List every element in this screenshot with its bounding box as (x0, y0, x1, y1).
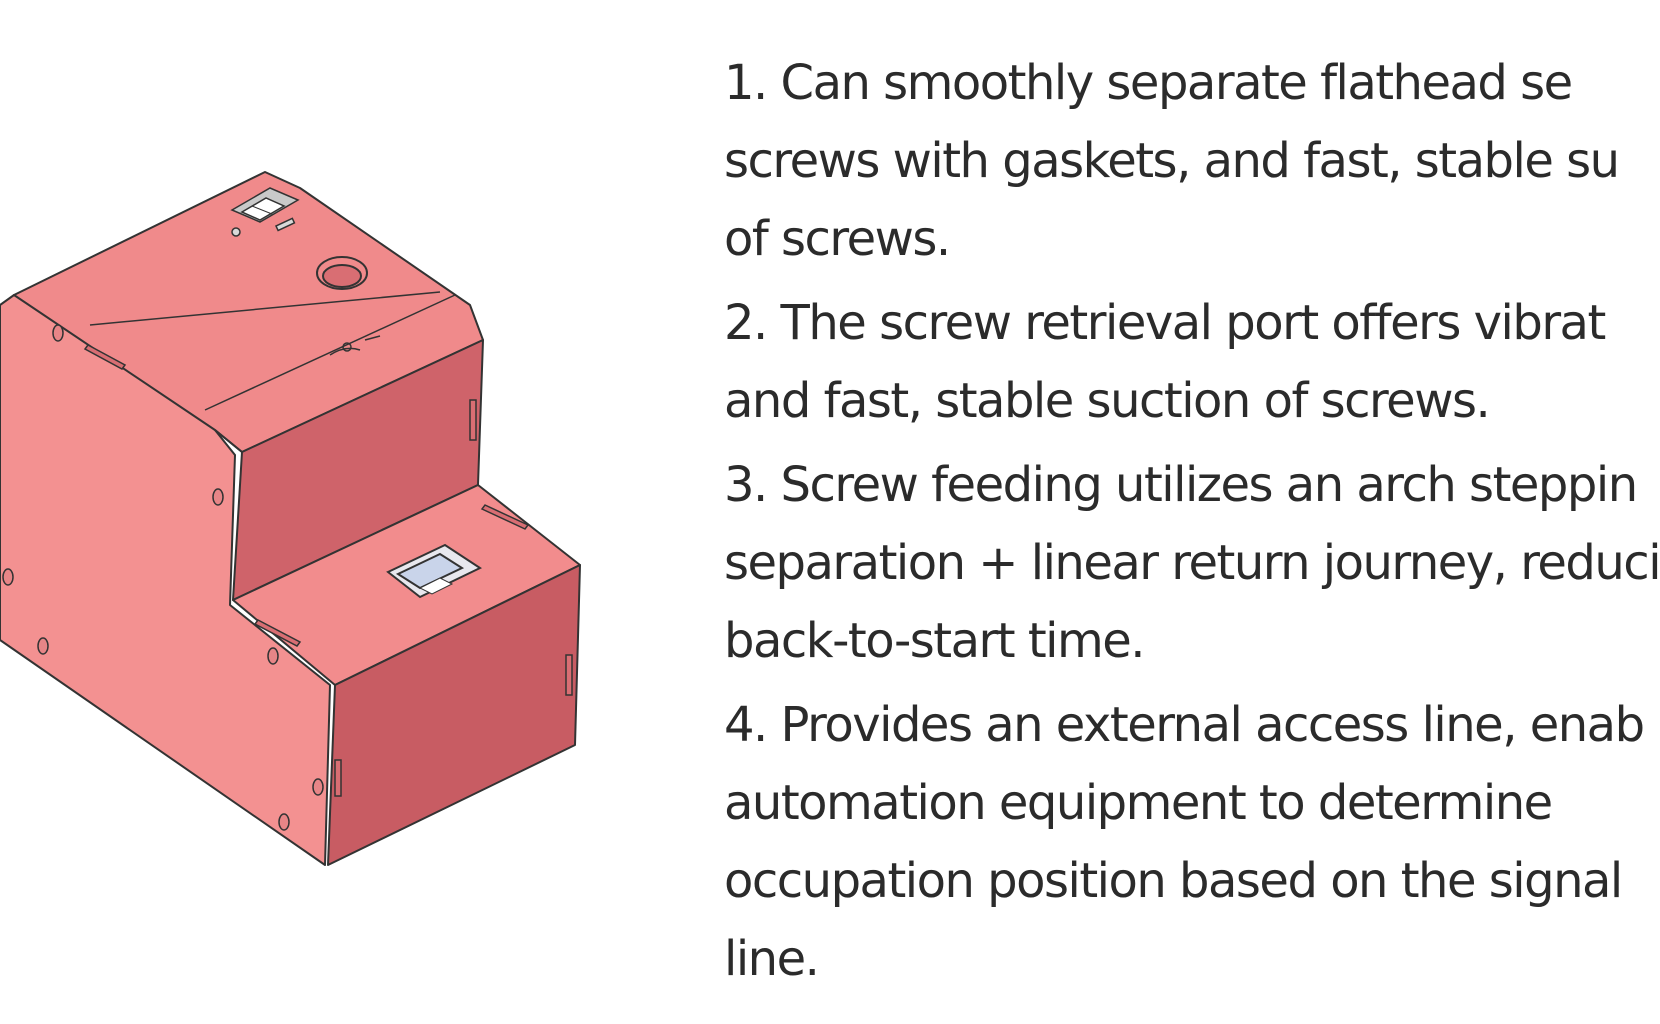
lower-front-face (327, 564, 581, 866)
feature-line: and fast, stable suction of screws. (724, 373, 1491, 429)
feature-line: automation equipment to determine (724, 775, 1553, 831)
upper-bend-edge (214, 429, 243, 453)
feature-line: line. (724, 931, 820, 987)
hopper-opening (316, 256, 368, 290)
feature-line: of screws. (724, 211, 951, 267)
feature-line: 3. Screw feeding utilizes an arch steppi… (724, 457, 1638, 513)
control-panel (230, 187, 300, 237)
feature-line: back-to-start time. (724, 613, 1146, 669)
retrieval-port (386, 543, 483, 599)
screw-feeder-illustration (0, 171, 581, 866)
edge-tabs (83, 344, 573, 797)
feature-item-1: 1. Can smoothly separate flathead se scr… (724, 44, 1624, 278)
feature-line: occupation position based on the signal (724, 853, 1623, 909)
top-seam-2 (204, 294, 456, 411)
feature-line: screws with gaskets, and fast, stable su (724, 133, 1620, 189)
feature-item-2: 2. The screw retrieval port offers vibra… (724, 284, 1624, 440)
feature-line: 4. Provides an external access line, ena… (724, 697, 1645, 753)
page: 1. Can smoothly separate flathead se scr… (0, 55, 1660, 987)
feature-item-4: 4. Provides an external access line, ena… (724, 686, 1645, 998)
latch-fixture (329, 335, 381, 356)
feature-list: 1. Can smoothly separate flathead se scr… (724, 44, 1660, 1004)
feature-line: separation + linear return journey, redu… (724, 535, 1660, 591)
side-screw-holes (2, 324, 324, 831)
feature-line: 2. The screw retrieval port offers vibra… (724, 295, 1606, 351)
feature-line: 1. Can smoothly separate flathead se (724, 55, 1573, 111)
top-seam (89, 291, 441, 326)
feature-item-3: 3. Screw feeding utilizes an arch steppi… (724, 446, 1660, 680)
